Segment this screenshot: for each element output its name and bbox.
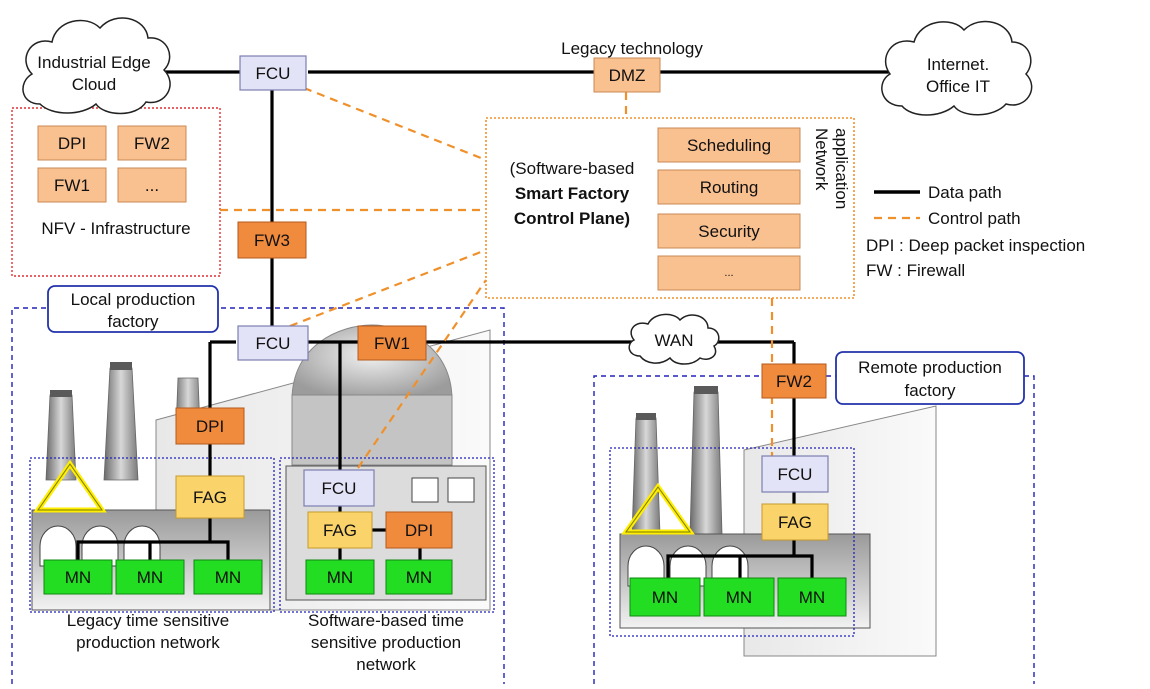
legacy-caption-line2: production network — [76, 633, 220, 652]
legend-fw-definition: FW : Firewall — [866, 261, 965, 280]
network-application-side-label: Network application — [812, 128, 851, 209]
edge-cloud-label-line2: Cloud — [72, 75, 116, 94]
local-factory-frame — [11, 307, 505, 684]
software-network-caption: Software-based time sensitive production… — [308, 611, 464, 674]
legend: Data path Control path DPI : Deep packet… — [866, 183, 1085, 280]
mn-software-2: MN — [385, 559, 453, 595]
wan-cloud: WAN — [628, 313, 720, 365]
mn-label: MN — [327, 568, 353, 587]
control-plane-title-line1: (Software-based — [510, 159, 635, 178]
mn-legacy-1: MN — [43, 559, 113, 595]
fcu-software-label: FCU — [322, 479, 357, 498]
control-paths — [220, 86, 774, 469]
fag-software-label: FAG — [323, 521, 357, 540]
mn-remote-1: MN — [629, 577, 701, 617]
nfv-more-label: ... — [145, 176, 159, 195]
fw3-node: FW3 — [237, 221, 307, 259]
industrial-edge-cloud: Industrial Edge Cloud — [22, 17, 171, 115]
mn-legacy-2: MN — [115, 559, 185, 595]
side-label-line1: Network — [812, 128, 831, 191]
legacy-technology-label: Legacy technology — [561, 39, 703, 58]
legacy-network-caption: Legacy time sensitive production network — [67, 611, 230, 652]
fcu-remote-label: FCU — [778, 465, 813, 484]
mn-label: MN — [406, 568, 432, 587]
internet-label-line1: Internet. — [927, 55, 989, 74]
dpi-software-label: DPI — [405, 521, 433, 540]
nfv-fw1-label: FW1 — [54, 176, 90, 195]
app-scheduling-label: Scheduling — [687, 136, 771, 155]
software-caption-line2: sensitive production — [311, 633, 461, 652]
internet-label-line2: Office IT — [926, 77, 990, 96]
mn-remote-3: MN — [777, 577, 847, 617]
mn-label: MN — [726, 588, 752, 607]
side-label-line2: application — [832, 128, 851, 209]
fag-legacy: FAG — [175, 475, 245, 519]
app-more-label: ... — [724, 267, 733, 279]
nfv-dpi-label: DPI — [58, 134, 86, 153]
fcu-local: FCU — [237, 325, 309, 361]
remote-factory-title: Remote production factory — [835, 351, 1025, 405]
fcu-local-label: FCU — [256, 334, 291, 353]
legend-data-path: Data path — [928, 183, 1002, 202]
legend-control-path: Control path — [928, 209, 1021, 228]
fw1-node: FW1 — [357, 325, 427, 361]
fw2-label: FW2 — [776, 372, 812, 391]
mn-software-1: MN — [305, 559, 375, 595]
software-caption-line3: network — [356, 655, 416, 674]
control-plane-frame — [485, 117, 855, 299]
fcu-software: FCU — [303, 469, 375, 507]
legacy-caption-line1: Legacy time sensitive — [67, 611, 230, 630]
mn-label: MN — [137, 568, 163, 587]
mn-label: MN — [65, 568, 91, 587]
dpi-legacy: DPI — [175, 407, 245, 445]
fag-software: FAG — [307, 511, 373, 549]
mn-legacy-3: MN — [193, 559, 263, 595]
local-title-line1: Local production — [71, 290, 196, 309]
fw3-label: FW3 — [254, 231, 290, 250]
control-plane-title-line3: Control Plane) — [514, 209, 630, 228]
legend-dpi-definition: DPI : Deep packet inspection — [866, 236, 1085, 255]
fag-legacy-label: FAG — [193, 488, 227, 507]
local-title-line2: factory — [107, 312, 159, 331]
local-factory-title: Local production factory — [47, 285, 219, 333]
fag-remote-label: FAG — [778, 513, 812, 532]
fcu-core: FCU — [239, 55, 307, 91]
fag-remote: FAG — [761, 503, 829, 541]
nfv-infrastructure: DPI FW2 FW1 ... NFV - Infrastructure — [37, 125, 191, 238]
remote-factory-frame — [593, 375, 1035, 684]
dpi-software: DPI — [385, 511, 453, 549]
mn-label: MN — [652, 588, 678, 607]
software-caption-line1: Software-based time — [308, 611, 464, 630]
mn-label: MN — [215, 568, 241, 587]
nfv-fw2-label: FW2 — [134, 134, 170, 153]
remote-network-frame — [609, 447, 855, 637]
fw1-label: FW1 — [374, 334, 410, 353]
remote-title-line2: factory — [904, 381, 956, 400]
edge-cloud-label-line1: Industrial Edge — [37, 53, 150, 72]
control-plane-title-line2: Smart Factory — [515, 184, 630, 203]
network-nodes: FCU DMZ FW3 FCU FW1 FW2 DPI FAG — [43, 55, 847, 617]
wan-label: WAN — [654, 331, 693, 350]
data-paths — [76, 70, 890, 578]
fcu-core-label: FCU — [256, 64, 291, 83]
nfv-infrastructure-label: NFV - Infrastructure — [41, 219, 190, 238]
remote-title-line1: Remote production — [858, 358, 1002, 377]
dmz-node: DMZ — [593, 57, 661, 93]
internet-cloud: Internet. Office IT — [881, 20, 1033, 116]
legacy-network-frame — [29, 457, 275, 613]
control-plane: (Software-based Smart Factory Control Pl… — [510, 127, 851, 291]
fw2-node: FW2 — [761, 363, 827, 399]
mn-label: MN — [799, 588, 825, 607]
app-security-label: Security — [698, 222, 760, 241]
mn-remote-2: MN — [703, 577, 775, 617]
dpi-legacy-label: DPI — [196, 417, 224, 436]
dmz-label: DMZ — [609, 66, 646, 85]
fcu-remote: FCU — [761, 455, 829, 493]
app-routing-label: Routing — [700, 178, 759, 197]
